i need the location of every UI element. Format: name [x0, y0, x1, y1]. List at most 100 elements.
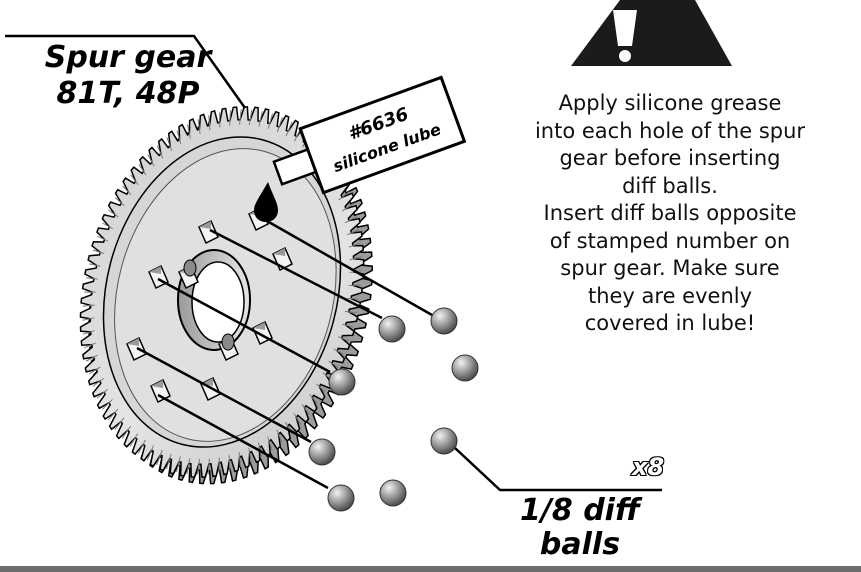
gear-tooth-shade	[166, 137, 173, 151]
ball-leader-lines	[136, 215, 433, 490]
gear-tooth-shade	[276, 429, 283, 443]
gear-tooth-shade	[347, 229, 360, 236]
gear-tooth-shade	[92, 377, 104, 387]
quantity-badge: x8	[631, 453, 665, 481]
diff-balls	[308, 307, 479, 512]
gear-tooth-shade	[82, 317, 95, 321]
gear-tooth-shade	[328, 360, 339, 368]
gear-tooth-shade	[114, 417, 125, 430]
instruction-line: of stamped number on	[549, 228, 791, 253]
gear-tooth-shade	[285, 121, 293, 137]
gear-tooth-shade	[258, 110, 263, 127]
ball-pocket-shade	[273, 248, 285, 256]
gear-tooth-shade	[348, 242, 361, 248]
gear-tooth-shade	[219, 112, 221, 128]
gear-tooth-shade	[309, 393, 318, 405]
gear-tooth-shade	[122, 185, 132, 196]
diff-ball	[451, 354, 479, 382]
gear-tooth-shade	[276, 116, 283, 133]
gear-tooth-shade	[82, 330, 95, 335]
gear-tooth-shade	[316, 383, 326, 393]
gear-tooth-shade	[293, 413, 302, 426]
gear-tooth-shade	[97, 235, 109, 242]
spur-gear-label-line1: Spur gear	[44, 40, 212, 75]
gear-tooth-shade	[341, 203, 354, 212]
gear-tooth-shade	[102, 399, 113, 410]
gear-tooth-shade	[333, 348, 345, 355]
ball-pocket-shade	[199, 221, 211, 229]
instruction-line: diff balls.	[622, 173, 718, 198]
gear-tooth-shade	[239, 109, 242, 125]
gear-tooth-shade	[196, 458, 201, 475]
gear-hub-inner	[191, 261, 245, 343]
gear-tooth-shade	[176, 130, 182, 145]
diff-ball	[430, 307, 458, 335]
grease-instructions: Apply silicone grease into each hole of …	[480, 90, 860, 338]
gear-tooth-shade	[186, 124, 191, 139]
gear-tooth-shade	[344, 310, 357, 314]
gear-tooth-shade	[121, 425, 132, 439]
instruction-line: they are evenly	[587, 283, 753, 308]
balls-label-leader	[454, 447, 662, 492]
diff-ball	[328, 368, 356, 396]
gear-tooth-shade	[248, 109, 253, 126]
gear-tooth-shade	[248, 447, 252, 463]
gear-small-hole	[183, 259, 197, 277]
instruction-line: covered in lube!	[584, 311, 756, 335]
gear-tooth-shade	[108, 209, 119, 218]
instruction-line: into each hole of the spur	[534, 118, 806, 143]
gear-tooth-shade	[138, 163, 147, 176]
gear-tooth-shade	[238, 451, 242, 467]
gear-tooth-shade	[129, 433, 139, 447]
gear-tooth-shade	[207, 458, 210, 475]
gear-tooth-shade	[218, 457, 220, 473]
diff-balls-label-line1: 1/8 diff	[520, 493, 640, 528]
gear-tooth-shade	[147, 154, 155, 167]
gear-tooth-shade	[228, 455, 231, 471]
gear-tooth-shade	[83, 342, 96, 349]
gear-tooth-shade	[338, 191, 350, 201]
gear-small-hole	[221, 333, 235, 351]
diff-ball	[378, 315, 406, 343]
gear-tooth-shade	[89, 263, 101, 267]
gear-tooth-shade	[156, 145, 164, 159]
spur-gear-label: Spur gear 81T, 48P	[28, 40, 228, 112]
gear-tooth-shade	[96, 388, 109, 399]
ball-pocket-shade	[253, 322, 265, 330]
instruction-line: Apply silicone grease	[558, 91, 782, 115]
gear-tooth-shade	[146, 445, 155, 460]
gear-tooth-shade	[337, 336, 350, 342]
gear-tooth-shade	[130, 174, 139, 185]
gear-tooth-shade	[208, 115, 211, 131]
gear-tooth-shade	[82, 304, 95, 307]
warning-triangle-icon	[571, 0, 732, 66]
gear-tooth-shade	[88, 366, 101, 375]
gear-tooth-shade	[85, 354, 98, 362]
gear-tooth-shade	[301, 403, 310, 415]
gear-tooth-shade	[267, 113, 274, 129]
grease-drop-icon	[254, 182, 278, 222]
gear-tooth-shade	[156, 449, 163, 465]
gear-tooth-shade	[349, 256, 362, 261]
gear-tooth-shade	[344, 215, 357, 224]
gear-tooth-shade	[165, 453, 172, 469]
ball-pocket-shade	[151, 380, 163, 388]
gear-tooth-shade	[84, 291, 96, 293]
gear-tooth-shade	[267, 436, 273, 451]
instruction-line: Insert diff balls opposite	[543, 201, 797, 225]
diff-balls-label-line2: balls	[539, 527, 621, 562]
gear-tooth-shade	[229, 110, 231, 126]
gear-tooth-shade	[114, 197, 125, 207]
diff-ball	[327, 484, 355, 512]
diff-balls-label: 1/8 diff balls	[500, 494, 660, 562]
gear-tooth-shade	[341, 323, 354, 328]
gear-tooth-shade	[197, 119, 201, 135]
spur-gear-label-line2: 81T, 48P	[56, 76, 200, 111]
gear-tooth-shade	[176, 456, 181, 472]
gear-tooth-shade	[186, 458, 191, 474]
gear-tooth-shade	[92, 249, 105, 255]
gear-tooth-shade	[347, 297, 359, 300]
ball-pocket-shade	[127, 338, 139, 346]
ball-pocket-shade	[149, 266, 161, 274]
